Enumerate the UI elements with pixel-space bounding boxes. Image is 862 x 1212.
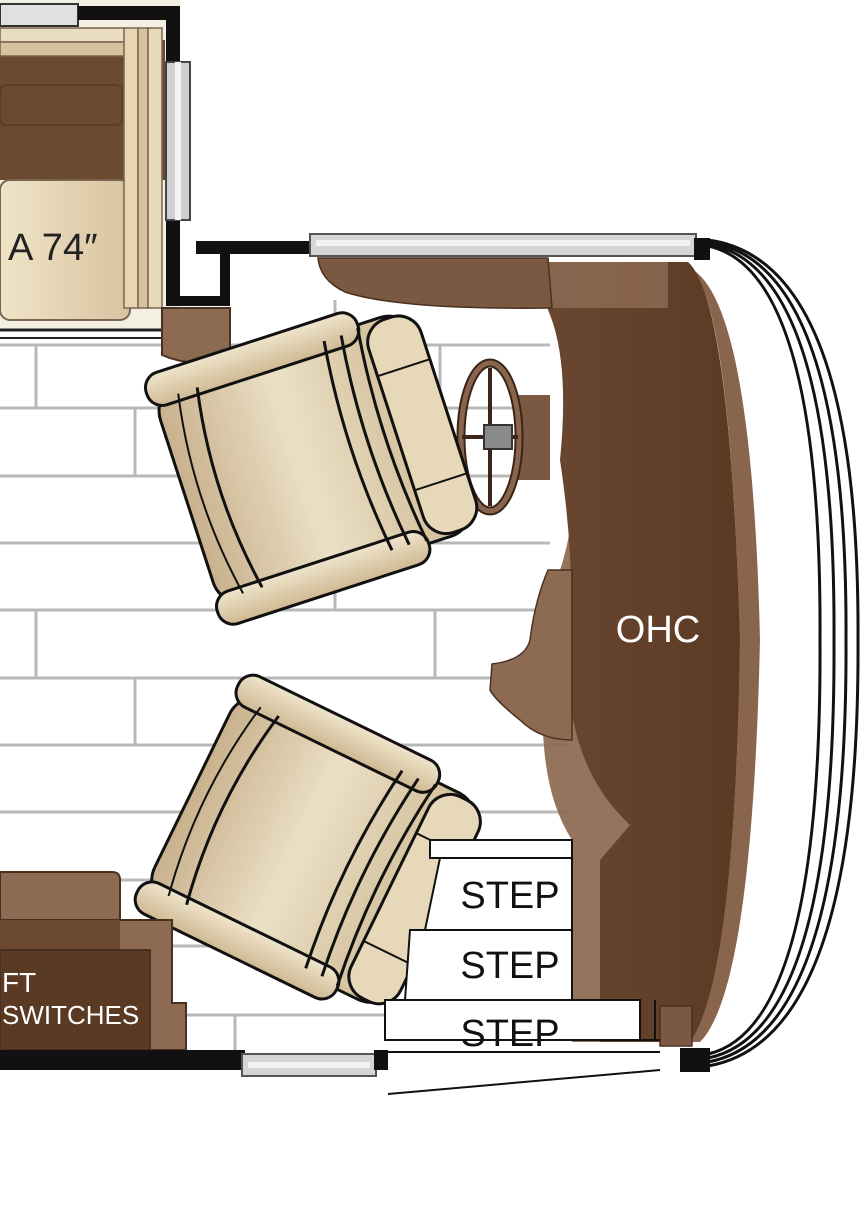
sofa: A 74″ — [0, 0, 180, 330]
entry-steps[interactable]: STEP STEP STEP — [384, 839, 661, 1095]
ohc-label: OHC — [616, 609, 700, 651]
switch-cabinet: FT SWITCHES — [0, 871, 187, 1051]
cabinet-label-line1: FT — [2, 967, 36, 998]
driver-chair[interactable] — [141, 291, 489, 629]
steering-wheel-icon[interactable] — [456, 358, 524, 516]
bottom-wall — [0, 1048, 710, 1077]
step-label-middle: STEP — [460, 945, 559, 987]
sofa-length-label: A 74″ — [8, 227, 98, 269]
slide-wall — [0, 3, 230, 339]
passenger-chair[interactable] — [130, 670, 497, 1030]
step-label-lower: STEP — [460, 1013, 559, 1055]
cab-top-wall — [196, 233, 710, 302]
windshield — [707, 238, 860, 1068]
cabinet-label-line2: SWITCHES — [2, 1000, 139, 1030]
dashboard: OHC — [317, 257, 760, 1047]
step-label-upper: STEP — [460, 875, 559, 917]
